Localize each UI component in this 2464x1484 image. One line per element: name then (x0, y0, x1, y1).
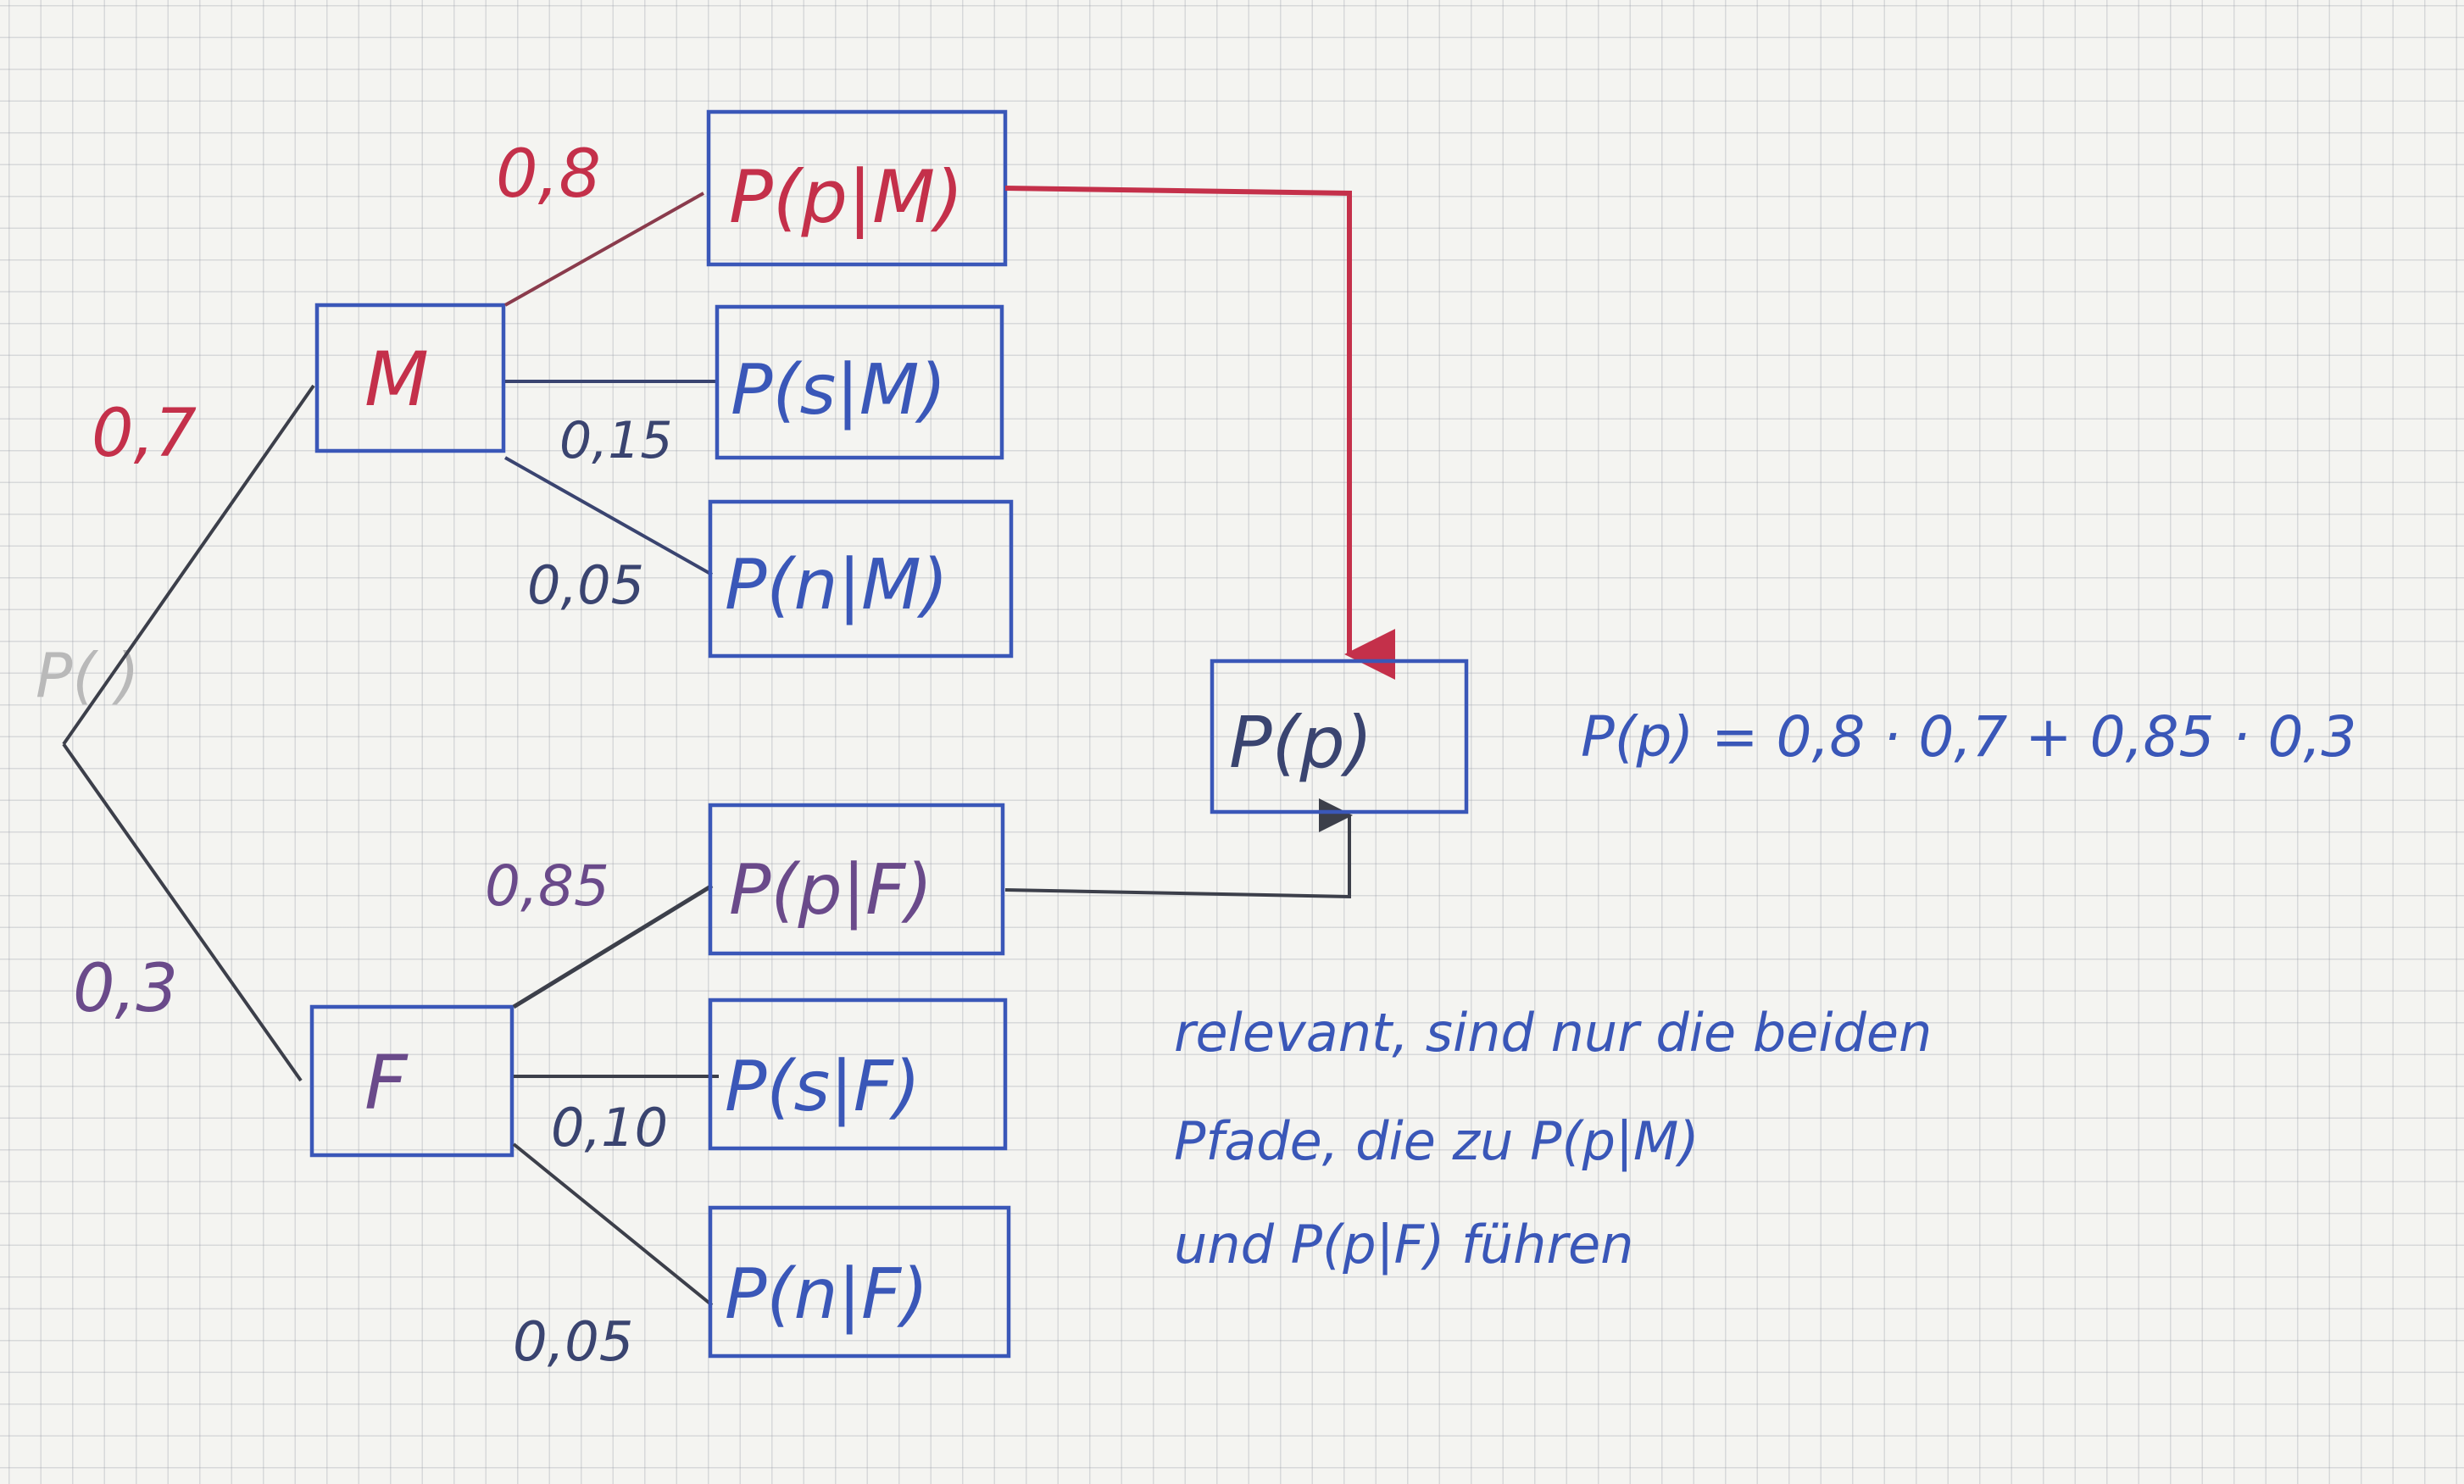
edge-prob-sF: 0,10 (551, 1097, 668, 1159)
target-box-Pp (1210, 659, 1469, 814)
leaf-label-sM: P(s|M) (731, 350, 947, 431)
node-M (314, 303, 506, 453)
root-label: P( ) (36, 640, 139, 711)
edge-prob-pF: 0,85 (485, 853, 609, 919)
note-line-3: und P(p|F) führen (1174, 1214, 1633, 1276)
note-line-2: Pfade, die zu P(p|M) (1174, 1110, 1699, 1173)
leaf-box-pF (708, 803, 1005, 956)
edge-F-pF (512, 883, 714, 1009)
edge-prob-nF: 0,05 (513, 1311, 634, 1374)
leaf-label-pF: P(p|F) (729, 850, 932, 931)
edge-M-pM (504, 192, 704, 307)
note-line-1: relevant, sind nur die beiden (1174, 1002, 1932, 1064)
edge-F-nF (512, 1142, 714, 1307)
edge-prob-nM: 0,05 (527, 554, 644, 616)
edge-root-M (62, 384, 315, 746)
leaf-label-nM: P(n|M) (725, 545, 948, 625)
edge-root-F (62, 742, 303, 1082)
target-box-label: P(p) (1229, 701, 1373, 784)
connector-pM-to-Pp (1004, 186, 1395, 680)
leaf-label-nF: P(n|F) (725, 1254, 928, 1335)
node-F (309, 1004, 514, 1158)
leaf-box-sM (715, 304, 1004, 460)
edge-prob-F: 0,3 (73, 951, 178, 1027)
node-M-label: M (364, 336, 429, 423)
connector-pF-to-Pp (1004, 798, 1353, 899)
edge-M-nM (504, 456, 713, 576)
leaf-box-nM (708, 499, 1014, 659)
leaf-box-sF (708, 998, 1008, 1151)
edge-prob-sM: 0,15 (559, 411, 673, 470)
formula-text: P(p) = 0,8 · 0,7 + 0,85 · 0,3 (1581, 704, 2356, 770)
edge-prob-M: 0,7 (92, 396, 197, 472)
leaf-label-sF: P(s|F) (725, 1047, 921, 1127)
node-F-label: F (364, 1039, 409, 1126)
leaf-label-pM: P(p|M) (729, 155, 964, 240)
edge-prob-pM: 0,8 (496, 136, 601, 213)
leaf-box-nF (708, 1205, 1011, 1359)
